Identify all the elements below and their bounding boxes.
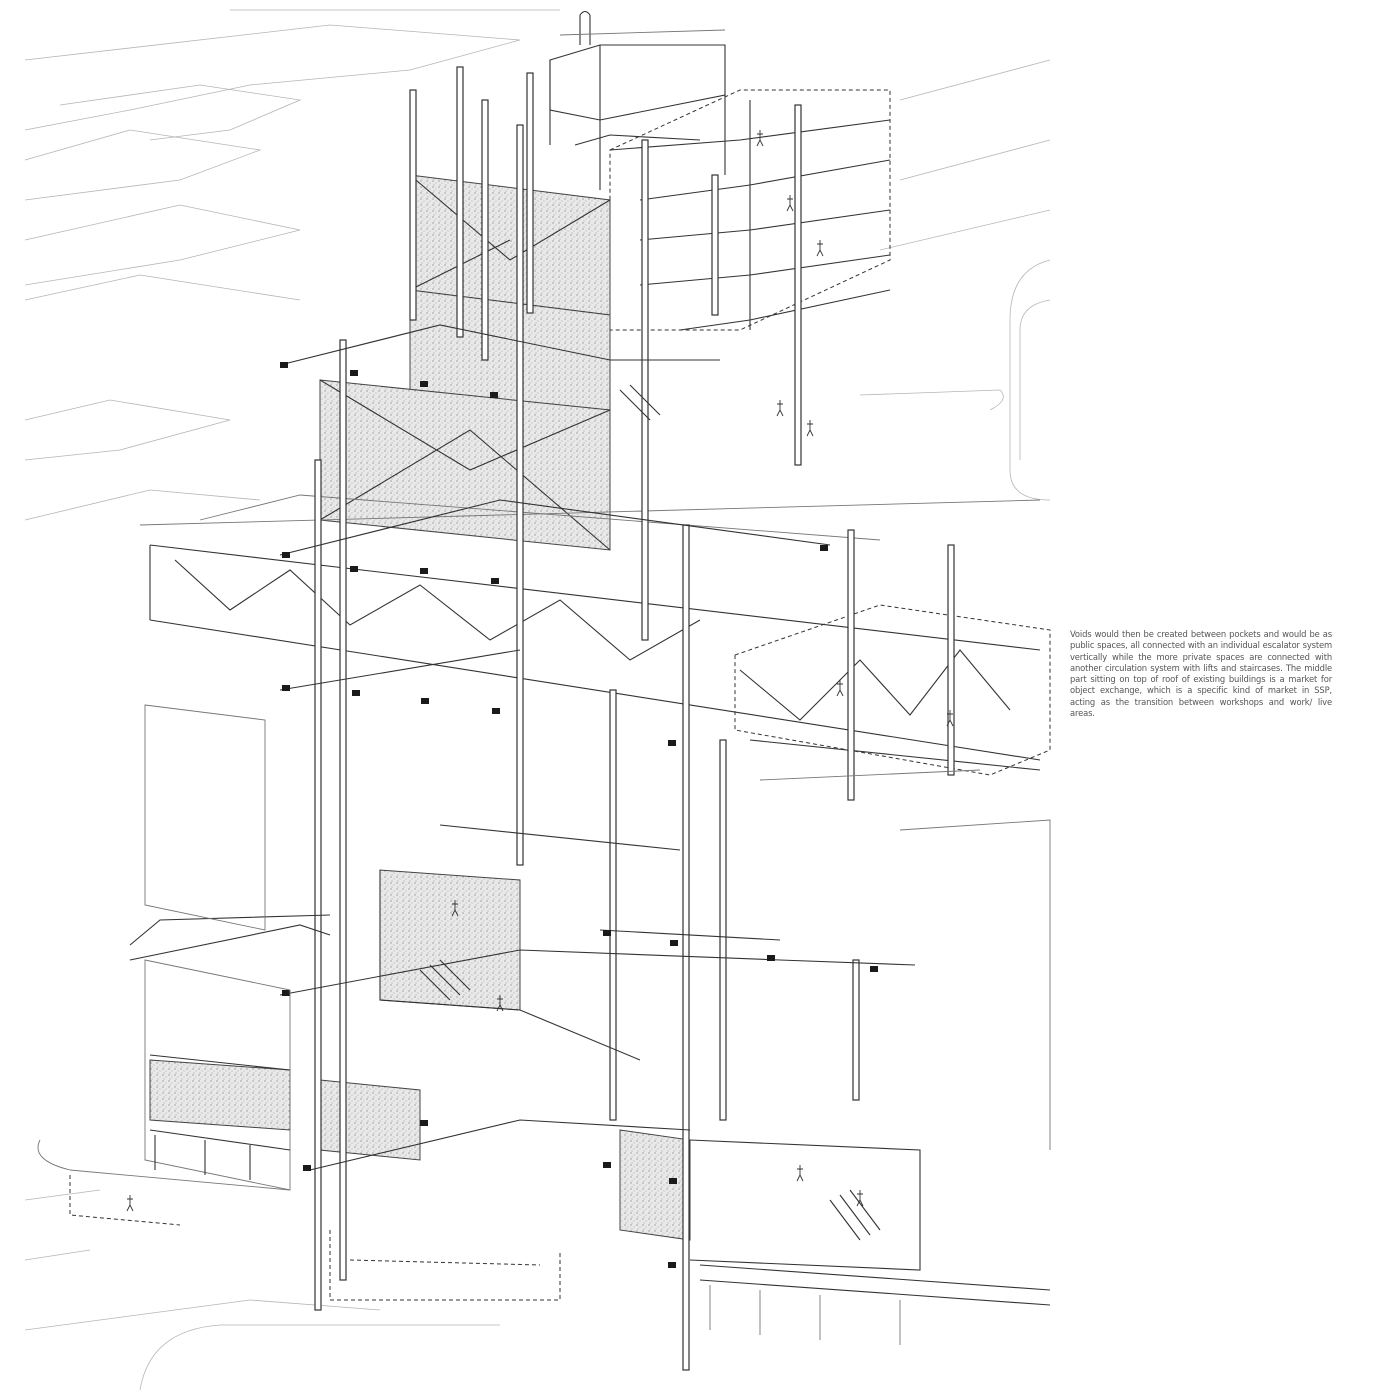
axonometric-drawing: [24, 9, 1051, 1391]
people-figures: [126, 130, 954, 1212]
upper-residential-block: [574, 89, 891, 331]
structural-columns: [314, 66, 955, 1371]
projecting-beams: [129, 324, 916, 1268]
existing-buildings-and-stairs: [37, 384, 1051, 1345]
rooftop-lift-tower: [549, 10, 726, 190]
project-description-caption: Voids would then be created between pock…: [1070, 629, 1332, 719]
object-exchange-market: [734, 604, 1051, 776]
street-plan-background: [24, 9, 1051, 1391]
perforated-screens: [149, 174, 691, 1241]
